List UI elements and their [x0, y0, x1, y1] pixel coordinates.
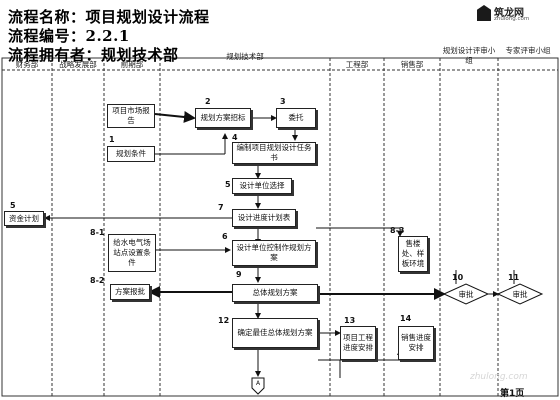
flow-code: 2.2.1	[85, 27, 130, 45]
decision-10-label: 审批	[458, 290, 474, 299]
node-fund-plan: 资金计划	[4, 211, 44, 226]
node-3-number: 3	[280, 97, 286, 106]
node-design-brief: 编制项目规划设计任务书	[232, 142, 316, 164]
node-11-number: 11	[508, 273, 520, 282]
node-scheme-approval: 方案报批	[110, 284, 150, 300]
lane-title-finance: 财务部	[15, 60, 39, 69]
logo-icon	[477, 5, 491, 21]
node-1-number: 1	[109, 135, 115, 144]
node-sales-schedule: 销售进度安排	[398, 326, 434, 360]
node-9-number: 9	[236, 270, 242, 279]
node-12-number: 12	[218, 316, 230, 325]
node-planning-conditions: 规划条件	[107, 146, 155, 162]
node-2-number: 2	[205, 97, 211, 106]
connector-a	[251, 377, 265, 395]
node-5-number: 5	[225, 180, 231, 189]
node-commission: 委托	[276, 108, 316, 128]
connector-a-label: A	[255, 380, 261, 387]
page-number: 第1页	[500, 389, 525, 399]
decision-diamond-10	[442, 283, 490, 305]
owner-label: 流程拥有者：	[8, 46, 102, 64]
flow-name-line: 流程名称：项目规划设计流程	[8, 6, 210, 27]
node-13-number: 13	[344, 316, 356, 325]
node-master-plan: 总体规划方案	[232, 284, 318, 302]
swimlane-grid	[1, 57, 559, 397]
logo-url: zhulong.com	[494, 16, 530, 22]
node-engineering-schedule: 项目工程进度安排	[340, 326, 376, 360]
lane-title-review: 规划设计评审小组	[442, 46, 496, 65]
node-utility-conditions: 给水电气场站点设置条件	[108, 234, 156, 272]
node-8-2-number: 8-2	[90, 276, 105, 285]
decision-diamond-11	[496, 283, 544, 305]
site-logo: 筑龙网 zhulong.com	[477, 4, 557, 26]
node-8-3-number: 8-3	[390, 226, 405, 235]
node-10-number: 10	[452, 273, 464, 282]
node-designer-selection: 设计单位选择	[232, 178, 292, 194]
node-8-1-number: 8-1	[90, 228, 105, 237]
flow-code-line: 流程编号：2.2.1	[8, 25, 130, 46]
logo-name: 筑龙网	[494, 8, 524, 19]
decision-shapes	[442, 283, 544, 305]
node-4-number: 4	[232, 133, 238, 142]
owner: 规划技术部	[101, 46, 179, 64]
node-sales-office: 售楼处、样板环境	[398, 236, 428, 272]
lane-title-expert: 专家评审小组	[505, 46, 551, 55]
owner-line: 流程拥有者：规划技术部	[8, 44, 179, 65]
node-optimal-plan: 确定最佳总体规划方案	[232, 318, 318, 348]
watermark: zhulong.com	[470, 372, 528, 382]
node-fund-number: 5	[10, 201, 16, 210]
lane-title-strategy: 战略发展部	[59, 60, 97, 69]
lane-title-engineering: 工程部	[345, 60, 369, 69]
node-14-number: 14	[400, 314, 412, 323]
flow-name: 项目规划设计流程	[85, 8, 210, 26]
lane-title-planning: 规划技术部	[226, 52, 264, 61]
lane-title-sales: 销售部	[400, 60, 424, 69]
connectors	[44, 111, 515, 378]
node-7-number: 7	[218, 203, 224, 212]
flow-code-label: 流程编号：	[8, 27, 86, 45]
flow-name-label: 流程名称：	[8, 8, 86, 26]
node-scheme-tender: 规划方案招标	[195, 108, 251, 128]
node-6-number: 6	[222, 232, 228, 241]
node-designer-scheme: 设计单位控制作规划方案	[232, 240, 316, 266]
node-market-report: 项目市场报告	[107, 104, 155, 128]
lane-title-front: 前期部	[120, 60, 144, 69]
decision-11-label: 审批	[512, 290, 528, 299]
node-design-schedule: 设计进度计划表	[232, 209, 296, 227]
